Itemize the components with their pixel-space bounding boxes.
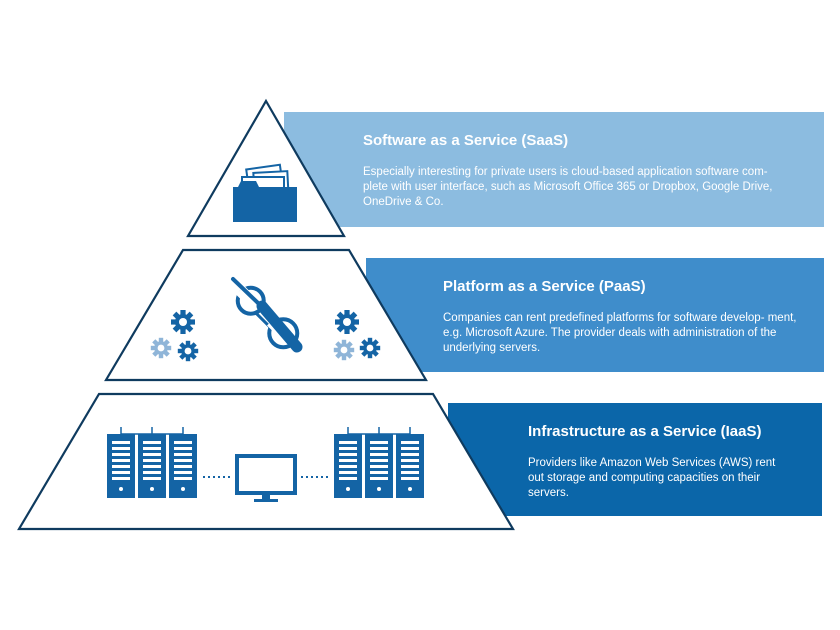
saas-description: Especially interesting for private users… (363, 166, 773, 208)
gear-icon (150, 337, 172, 359)
monitor-icon (235, 454, 297, 502)
iaas-title: Infrastructure as a Service (IaaS) (528, 423, 762, 440)
saas-band: Software as a Service (SaaS) Especially … (284, 112, 824, 227)
paas-description: Companies can rent predefined platforms … (443, 312, 797, 354)
gear-icon (171, 310, 195, 334)
gear-icon (177, 340, 199, 362)
gear-icon (333, 339, 355, 361)
folder-icon (233, 163, 297, 222)
gear-icon (359, 337, 381, 359)
gear-icon (335, 310, 359, 334)
server-icon (334, 427, 424, 498)
tools-icon (231, 277, 303, 353)
iaas-description: Providers like Amazon Web Services (AWS)… (528, 457, 776, 499)
iaas-band: Infrastructure as a Service (IaaS) Provi… (448, 403, 822, 516)
saas-title: Software as a Service (SaaS) (363, 132, 569, 149)
server-icon (107, 427, 197, 498)
paas-band: Platform as a Service (PaaS) Companies c… (366, 258, 824, 372)
paas-title: Platform as a Service (PaaS) (443, 278, 646, 295)
